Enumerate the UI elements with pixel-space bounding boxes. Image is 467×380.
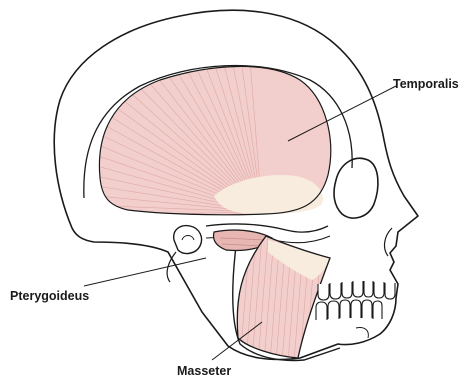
pterygoideus-label: Pterygoideus bbox=[10, 289, 89, 303]
ear-canal bbox=[174, 226, 202, 254]
upper-teeth bbox=[318, 281, 395, 300]
temporalis-label: Temporalis bbox=[393, 77, 459, 91]
pterygoideus-leader bbox=[84, 258, 206, 286]
eye-orbit bbox=[334, 158, 378, 218]
masseter-label: Masseter bbox=[177, 364, 231, 378]
lower-teeth bbox=[316, 300, 382, 320]
